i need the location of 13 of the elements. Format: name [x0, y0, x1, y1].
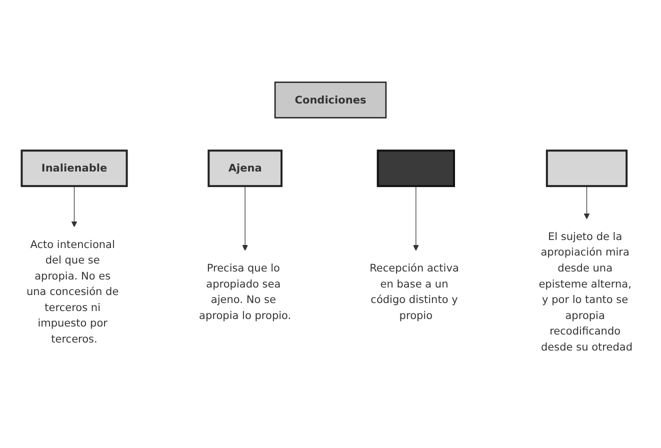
node-text: Precisa que lo apropiado sea ajeno. No se apropia lo propio. [199, 262, 292, 322]
arrow [413, 186, 419, 252]
arrow [584, 186, 590, 220]
node-box [376, 150, 455, 188]
arrow [242, 186, 248, 252]
node-box: Condiciones [274, 82, 387, 119]
node-text: Acto intencional del que se apropia. No es una concesión de terceros ni impuesto por terceros. [26, 238, 119, 346]
arrow [71, 186, 78, 228]
node-box: Ajena [208, 150, 282, 188]
node-box [546, 150, 628, 188]
node-text: Recepción activa en base a un código distinto y propio [370, 262, 459, 322]
node-text: El sujeto de la apropiación mira desde una episteme alterna, y por lo tanto se apropia recodificando desde su otredad [538, 230, 632, 354]
node-box: Inalienable [20, 150, 128, 188]
